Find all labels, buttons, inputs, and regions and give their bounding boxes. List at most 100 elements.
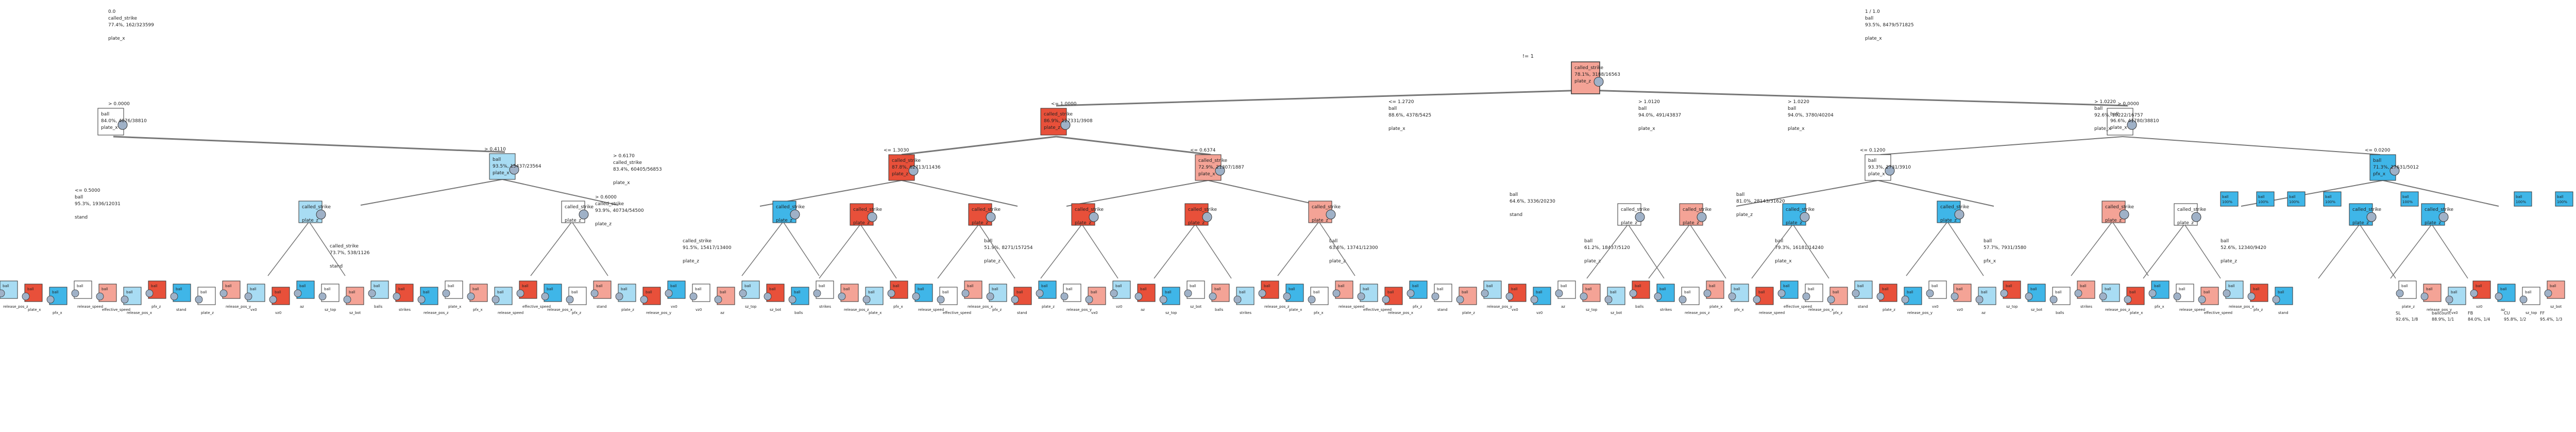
leaf-label: release_pos_x bbox=[547, 308, 572, 312]
tree-edge bbox=[1648, 224, 1690, 279]
tree-edge bbox=[1906, 221, 1948, 276]
leaf-text: ball bbox=[1684, 290, 1691, 294]
side-label-s3: ball bbox=[1638, 106, 1647, 111]
leaf-label: sz_bot bbox=[1611, 311, 1622, 315]
leaf-label: az bbox=[1981, 311, 1986, 315]
tree-edge bbox=[1056, 89, 1587, 107]
side-label-s7: called_strike bbox=[613, 160, 642, 165]
node-text: called_strike bbox=[853, 207, 883, 212]
node-text: plate_z bbox=[892, 172, 908, 177]
tree-edge bbox=[1081, 224, 1118, 279]
leaf-label: balls bbox=[1215, 308, 1224, 312]
leaf-label: sz_bot bbox=[770, 308, 782, 312]
leaf-text: ball bbox=[967, 284, 974, 288]
leaf-label: strikes bbox=[1660, 308, 1672, 312]
leaf-label: stand bbox=[597, 305, 607, 309]
node-text: called_strike bbox=[2105, 205, 2134, 210]
tree-edge bbox=[1736, 180, 1878, 207]
node-text: called_strike bbox=[1044, 112, 1073, 117]
leaf-label: az bbox=[2501, 308, 2505, 312]
leaf-label: plate_x bbox=[28, 308, 41, 312]
node-text: plate_x bbox=[2110, 125, 2127, 130]
node-text: plate_z bbox=[1312, 218, 1328, 223]
leaf-label: sz_bot bbox=[2031, 308, 2043, 312]
node-text: called_strike bbox=[776, 205, 805, 210]
leaf-label: sz_top bbox=[325, 308, 336, 312]
leaf-label: effective_speed bbox=[2204, 311, 2232, 315]
leaf-label: sz_top bbox=[2006, 305, 2018, 309]
leaf-label: vx0 bbox=[1512, 308, 1518, 312]
leaf-label: pfx_z bbox=[151, 305, 161, 309]
side-label-s8: ball bbox=[75, 195, 83, 200]
side-label-s9: 93.9%, 40734/54500 bbox=[595, 208, 644, 213]
leaf-pie bbox=[1901, 295, 1909, 304]
leaf-label: release_pos_z bbox=[844, 308, 869, 312]
side-label-s9: > 0.6000 bbox=[595, 195, 617, 200]
leaf-pie bbox=[2495, 292, 2503, 301]
small-leaf bbox=[2514, 191, 2532, 207]
leaf-pie bbox=[2247, 292, 2256, 301]
node-pie bbox=[1800, 212, 1810, 222]
side-label-s6: plate_x bbox=[2094, 126, 2111, 131]
leaf-pie bbox=[417, 295, 426, 304]
bottom-label: 84.0%, 1/4 bbox=[2468, 317, 2490, 322]
root-node bbox=[1571, 61, 1600, 94]
leaf-label: release_speed bbox=[77, 305, 103, 309]
leaf-pie bbox=[1332, 289, 1341, 297]
leaf-text: ball bbox=[1387, 290, 1394, 294]
node-text: ball bbox=[2373, 158, 2381, 163]
tree-edge bbox=[2359, 224, 2396, 279]
small-leaf bbox=[2256, 191, 2275, 207]
node-pie bbox=[1089, 212, 1099, 222]
leaf-label: vz0 bbox=[1957, 308, 1963, 312]
leaf-text: ball bbox=[1907, 290, 1913, 294]
node-pie bbox=[1697, 212, 1707, 222]
leaf-label: pfx_x bbox=[893, 305, 903, 309]
leaf-text: ball bbox=[1931, 284, 1938, 288]
leaf-node bbox=[544, 284, 562, 302]
small-leaf-text: ball bbox=[2402, 195, 2409, 199]
leaf-text: ball bbox=[275, 290, 281, 294]
node-text: plate_x bbox=[1198, 172, 1215, 177]
leaf-pie bbox=[1258, 289, 1266, 297]
side-label-s18: stand bbox=[1510, 212, 1522, 218]
node-text: plate_z bbox=[776, 218, 792, 223]
node-pie bbox=[117, 120, 128, 130]
node-text: 86.9%, 127331/3908 bbox=[1044, 119, 1093, 124]
side-label-s9: called_strike bbox=[595, 202, 624, 207]
leaf-label: release_pos_x bbox=[127, 311, 152, 315]
leaf-label: pfx_z bbox=[1833, 311, 1843, 315]
leaf-pie bbox=[1406, 289, 1415, 297]
leaf-text: ball bbox=[1115, 284, 1122, 288]
tree-edge bbox=[2071, 221, 2113, 276]
leaf-pie bbox=[2000, 289, 2008, 297]
tree-edge bbox=[571, 221, 608, 276]
side-label-s5: ball bbox=[1865, 16, 1873, 21]
side-label-s5: plate_x bbox=[1865, 36, 1882, 41]
leaf-text: ball bbox=[1486, 284, 1493, 288]
leaf-pie bbox=[368, 289, 376, 297]
leaf-text: ball bbox=[992, 287, 998, 291]
node-text: called_strike bbox=[1075, 207, 1104, 212]
leaf-label: pfx_x bbox=[53, 311, 62, 315]
bottom-label: FF bbox=[2540, 311, 2545, 315]
side-label-s2: <= 1.2720 bbox=[1388, 99, 1414, 105]
node-pie bbox=[908, 165, 919, 176]
leaf-text: ball bbox=[423, 290, 430, 294]
leaf-text: ball bbox=[2154, 284, 2161, 288]
side-label-s3: 94.0%, 491/43837 bbox=[1638, 113, 1681, 118]
tree-edge bbox=[1751, 224, 1793, 279]
side-label-s6: 92.6%, 10222/16757 bbox=[2094, 113, 2143, 118]
leaf-text: ball bbox=[1610, 290, 1617, 294]
leaf-text: ball bbox=[200, 290, 207, 294]
leaf-text: ball bbox=[2129, 290, 2136, 294]
bottom-label: 92.6%, 1/8 bbox=[2396, 317, 2418, 322]
bottom-label: CU bbox=[2504, 311, 2510, 315]
leaf-pie bbox=[145, 289, 154, 297]
leaf-text: ball bbox=[843, 287, 850, 291]
side-label-s10: called_strike bbox=[330, 244, 359, 249]
leaf-text: ball bbox=[151, 284, 158, 288]
leaf-pie bbox=[2025, 292, 2033, 301]
small-leaf-text: ball bbox=[2289, 195, 2296, 199]
leaf-pie bbox=[1134, 292, 1143, 301]
